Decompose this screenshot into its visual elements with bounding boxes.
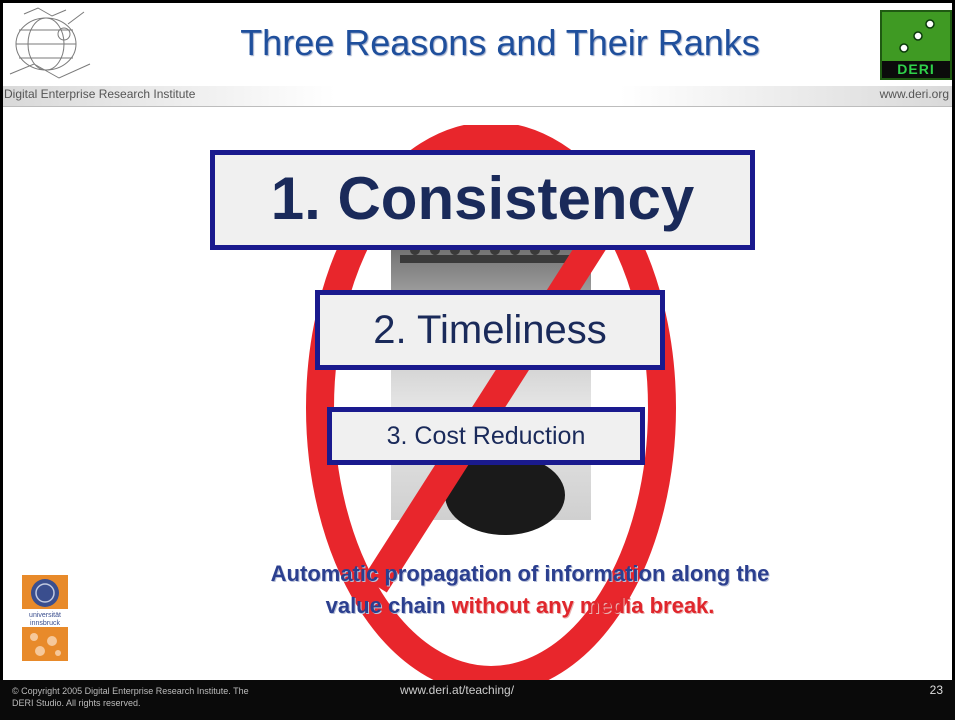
dots-icon [899, 19, 935, 53]
slide-title: Three Reasons and Their Ranks [240, 22, 760, 63]
svg-text:universität: universität [29, 612, 61, 619]
university-logo: universität innsbruck [22, 575, 68, 661]
footer-bar [0, 680, 955, 720]
rank-1-box: 1. Consistency [210, 150, 755, 250]
tagline-line-1: Automatic propagation of information alo… [270, 561, 770, 586]
frame-left [0, 0, 3, 720]
rank-3-box: 3. Cost Reduction [327, 407, 645, 465]
institute-name: Digital Enterprise Research Institute [4, 87, 196, 101]
page-number: 23 [929, 683, 943, 697]
institute-website: www.deri.org [879, 87, 949, 101]
tagline: Automatic propagation of information alo… [170, 558, 870, 622]
tagline-line-2-red: without any media break. [451, 593, 715, 618]
header-bar [3, 86, 952, 107]
rank-2-box: 2. Timeliness [315, 290, 665, 370]
frame-right [952, 0, 955, 720]
frame-top [0, 0, 955, 3]
footer-url[interactable]: www.deri.at/teaching/ [400, 683, 515, 697]
svg-text:innsbruck: innsbruck [30, 620, 60, 627]
tagline-line-2-blue: value chain [325, 593, 446, 618]
deri-logo: DERI [880, 10, 952, 80]
deri-sketch-logo [9, 7, 91, 79]
footer-copyright: © Copyright 2005 Digital Enterprise Rese… [12, 686, 249, 708]
deri-logo-text: DERI [882, 61, 950, 78]
